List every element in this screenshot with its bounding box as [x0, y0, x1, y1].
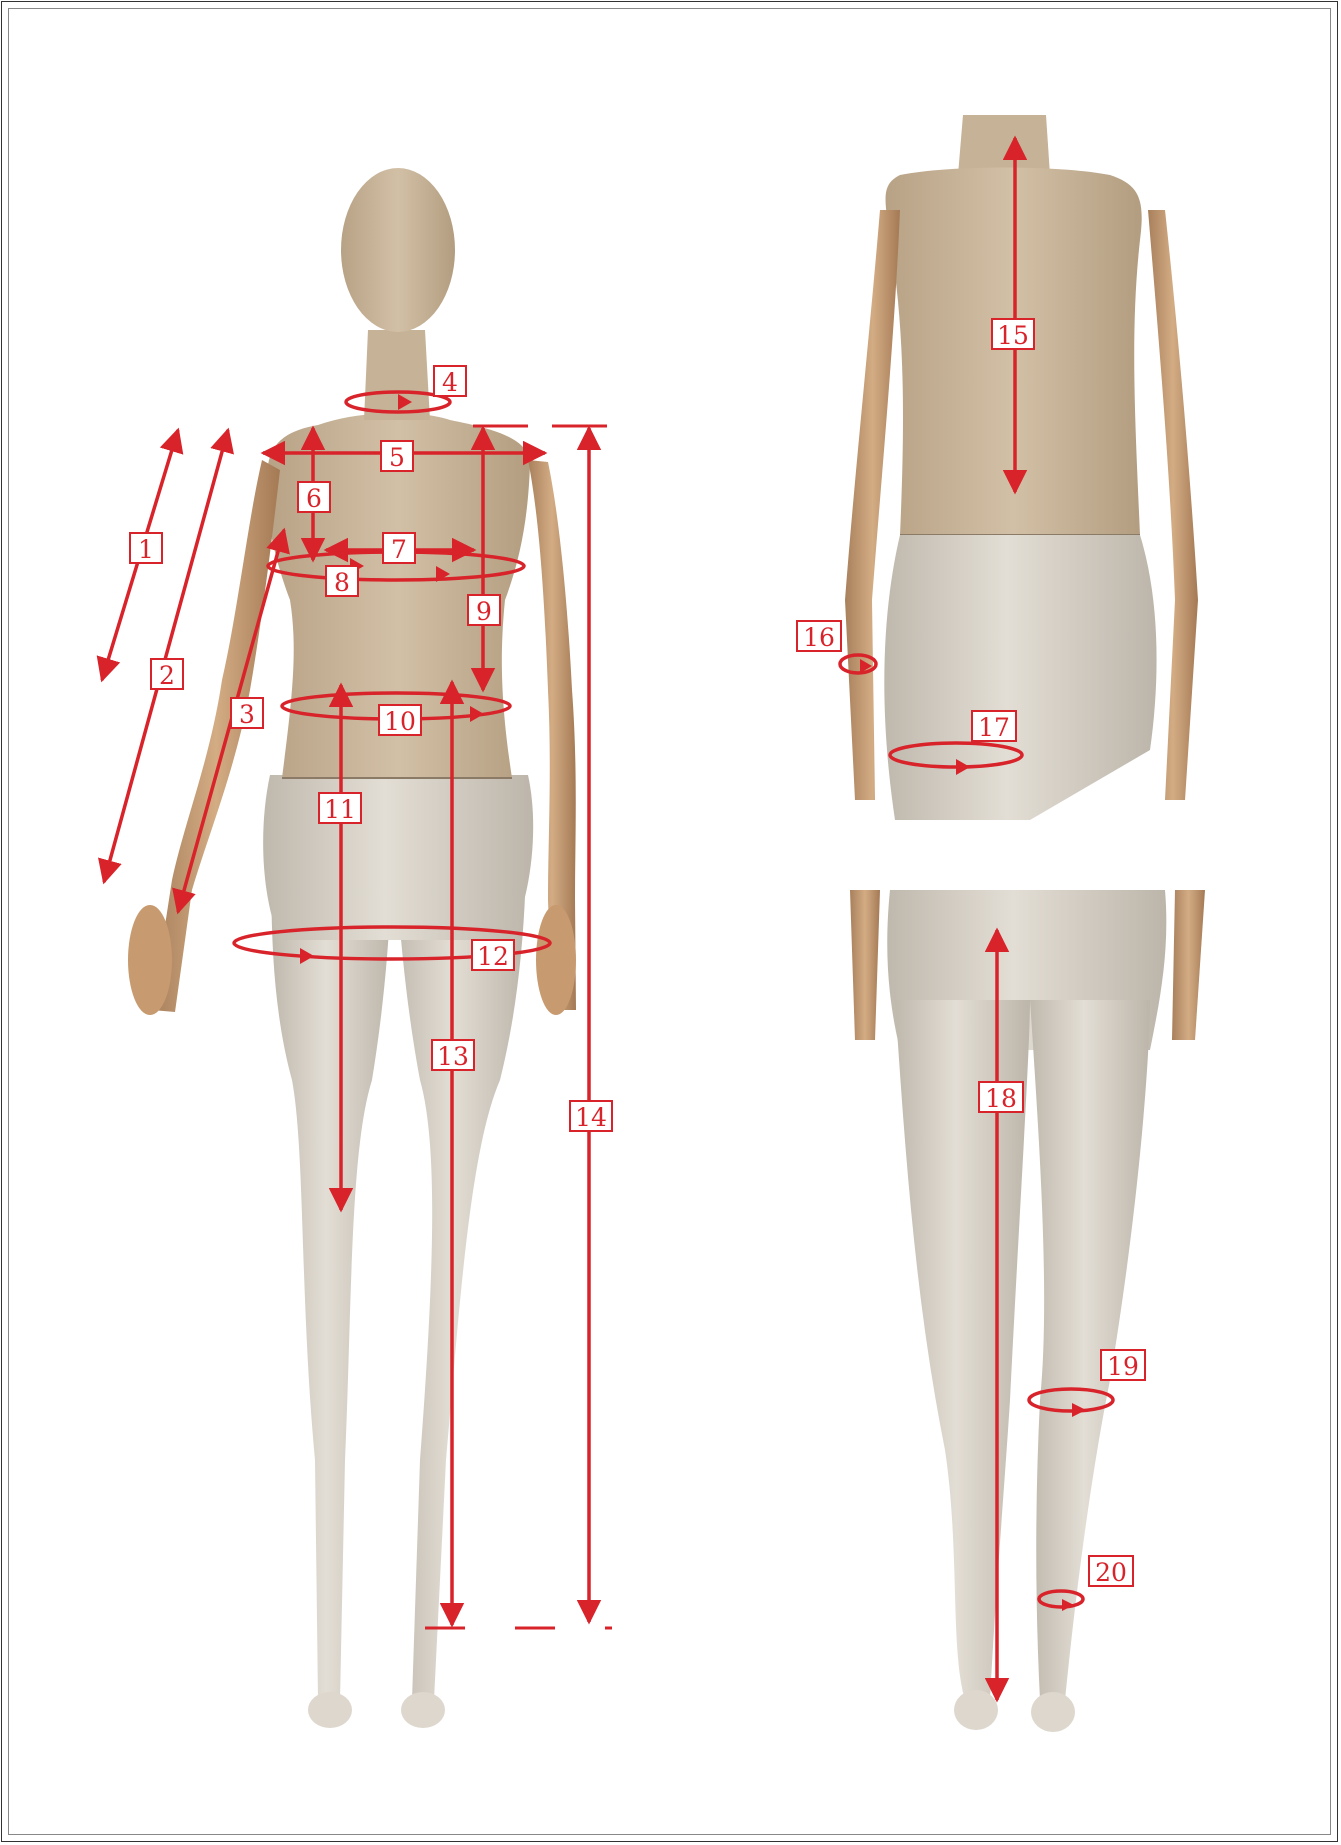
back-view-mannequin	[845, 115, 1198, 820]
lower-right-arm	[1172, 890, 1205, 1040]
back-neck	[958, 115, 1050, 175]
front-right-foot	[401, 1692, 445, 1728]
measure-6-label: 6	[297, 481, 331, 513]
measure-16-label: 16	[796, 620, 842, 652]
front-head	[341, 168, 455, 332]
measure-9-label: 9	[467, 594, 501, 626]
measure-20-label: 20	[1088, 1555, 1134, 1587]
lower-left-arm	[850, 890, 880, 1040]
measure-10-label: 10	[378, 704, 422, 736]
measure-5-label: 5	[380, 440, 414, 472]
measure-18-label: 18	[978, 1081, 1024, 1113]
measure-15-label: 15	[991, 318, 1035, 350]
measure-13-label: 13	[431, 1039, 475, 1071]
front-left-hand	[128, 905, 172, 1015]
measure-8-label: 8	[325, 565, 359, 597]
measure-11-label: 11	[318, 792, 362, 824]
measure-14-label: 14	[569, 1100, 613, 1132]
measure-4-label: 4	[433, 365, 467, 397]
measure-1-label: 1	[129, 532, 163, 564]
front-right-hand	[536, 905, 576, 1015]
measure-7-label: 7	[382, 532, 416, 564]
measure-19-label: 19	[1100, 1349, 1146, 1381]
front-hips	[263, 775, 533, 940]
back-right-arm	[1148, 210, 1198, 800]
measure-12-label: 12	[471, 939, 515, 971]
lower-body-front-view	[850, 890, 1205, 1732]
lower-right-foot	[1031, 1692, 1075, 1732]
measure-17-label: 17	[971, 710, 1017, 742]
lower-left-foot	[954, 1690, 998, 1730]
measure-3-label: 3	[230, 697, 264, 729]
measure-2-label: 2	[150, 658, 184, 690]
front-left-foot	[308, 1692, 352, 1728]
back-hips	[884, 535, 1156, 820]
front-neck	[364, 330, 430, 420]
front-left-arm	[152, 460, 280, 1012]
